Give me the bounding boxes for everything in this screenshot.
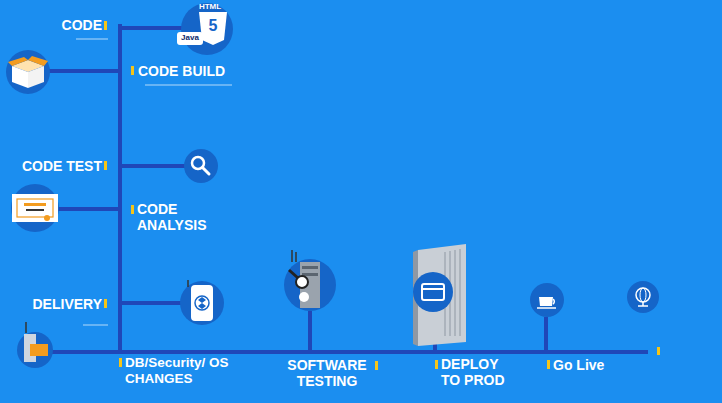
branch-line <box>120 26 182 30</box>
magnifier-icon <box>184 149 218 183</box>
certificate-line <box>26 209 44 211</box>
bug-dot <box>299 292 309 302</box>
globe-icon <box>627 281 659 313</box>
cup-handle <box>553 299 554 304</box>
stage-label: DB/Security/ OS CHANGES <box>125 355 229 387</box>
saucer <box>537 307 556 309</box>
antenna <box>187 280 189 287</box>
tick-mark <box>547 360 550 369</box>
java-badge <box>177 32 203 45</box>
coffee-icon <box>530 283 564 317</box>
horizontal-spine <box>35 350 648 354</box>
calendar-bar <box>422 288 444 290</box>
handle <box>203 168 210 175</box>
box-flap <box>28 56 48 66</box>
handle <box>289 270 298 278</box>
tick-mark <box>119 358 122 367</box>
icon-circle <box>181 3 233 55</box>
logo-text: 5 <box>203 17 223 35</box>
phone-icon <box>180 280 224 325</box>
certificate-border <box>17 199 53 217</box>
stage-label: CODE TEST <box>8 158 102 174</box>
icon-circle <box>11 184 59 232</box>
branch-line <box>308 311 312 352</box>
certificate-paper <box>12 194 58 222</box>
underline <box>145 84 232 86</box>
antenna <box>25 322 27 333</box>
stage-label: SOFTWARE TESTING <box>282 357 372 389</box>
globe-meridian <box>640 288 646 302</box>
box-side <box>28 66 44 88</box>
icon-circle <box>530 283 564 317</box>
html5-icon <box>177 3 233 55</box>
pipeline-lines <box>35 24 648 352</box>
icon-circle <box>6 50 50 94</box>
box-icon <box>6 50 50 94</box>
branch-line <box>544 317 548 352</box>
deploy-server <box>413 244 466 346</box>
underline <box>76 38 108 40</box>
branch-line <box>120 301 181 305</box>
tick-mark <box>131 66 134 75</box>
testing-icon <box>284 250 336 311</box>
tick-mark <box>104 21 107 30</box>
rack-slot <box>302 266 318 269</box>
tick-mark <box>435 360 438 369</box>
phone-body <box>191 285 213 321</box>
stage-label: CODE <box>50 17 102 33</box>
folder <box>30 344 48 356</box>
yellow-ticks <box>104 21 660 370</box>
box-side <box>12 66 28 88</box>
stage-label: DEPLOY TO PROD <box>441 356 515 388</box>
icon-circle <box>284 259 336 311</box>
branch-line <box>58 207 120 211</box>
icon-circle <box>184 149 218 183</box>
antenna <box>291 250 293 262</box>
tick-mark <box>375 361 378 370</box>
branch-line <box>48 69 120 73</box>
icon-circle <box>413 272 453 312</box>
tick-mark <box>104 161 107 170</box>
certificate-icon <box>11 184 59 232</box>
certificate-ribbon <box>24 203 46 206</box>
stage-label: CODE ANALYSIS <box>137 201 227 233</box>
underlines <box>76 39 232 325</box>
icon-circle <box>180 281 224 325</box>
branch-line <box>120 164 185 168</box>
calendar <box>422 284 444 300</box>
icon-circle <box>627 281 659 313</box>
underline <box>83 324 108 326</box>
tick-mark <box>104 299 107 308</box>
html5-shield <box>199 12 227 45</box>
globe-base <box>638 305 648 307</box>
dropbox-logo <box>198 297 206 309</box>
logo-text: HTML <box>194 2 226 11</box>
icon-circle <box>17 332 53 368</box>
server-icon <box>17 322 53 368</box>
stage-label: Go Live <box>553 357 633 373</box>
stage-label: CODE BUILD <box>138 63 248 79</box>
tick-mark <box>657 347 660 355</box>
box-flap <box>8 57 28 66</box>
antenna <box>295 252 297 262</box>
certificate-seal <box>44 215 50 221</box>
dropbox-ring <box>195 296 209 310</box>
tick-mark <box>131 205 134 214</box>
stage-label: DELIVERY <box>8 296 102 312</box>
logo-text: Java <box>177 33 203 42</box>
globe <box>636 288 650 302</box>
cup <box>539 297 553 306</box>
